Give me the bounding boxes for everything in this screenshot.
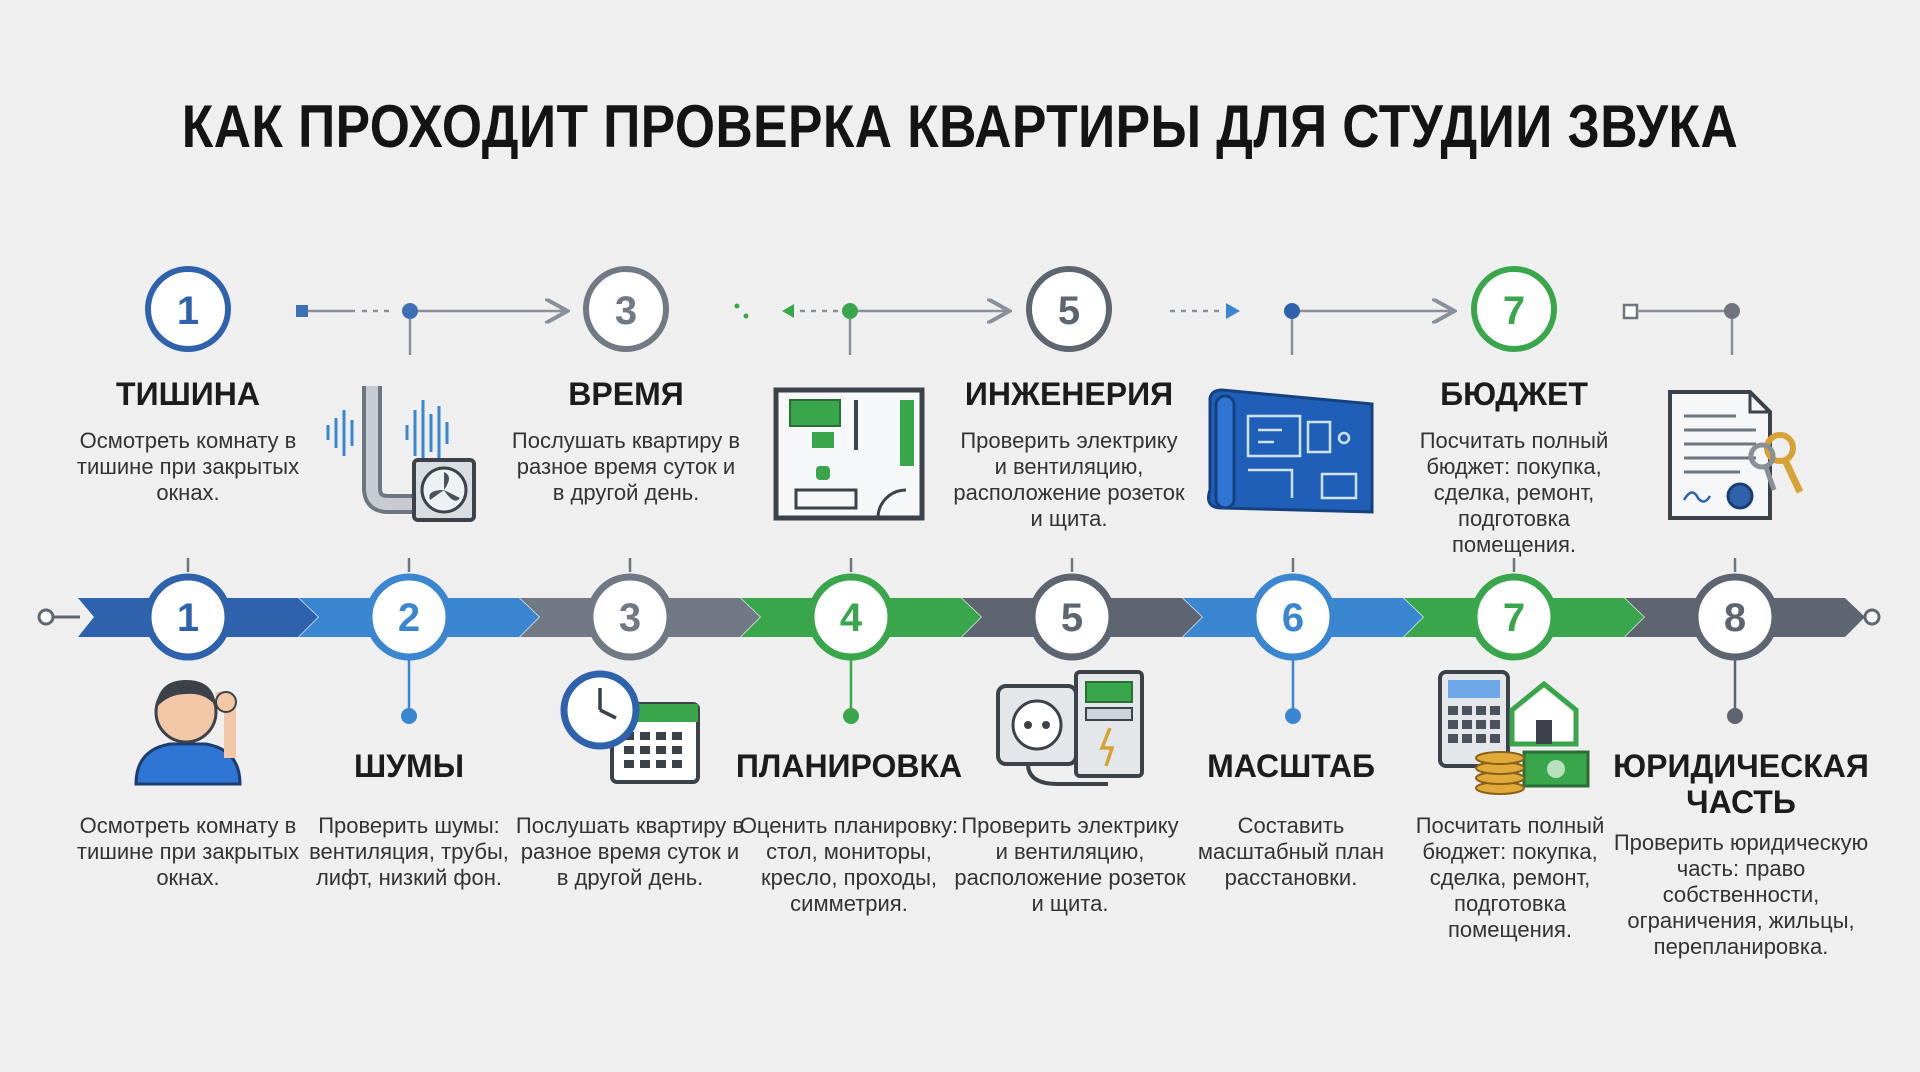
step-desc-4: Оценить планировку: стол, мониторы, крес… [739, 813, 959, 916]
step-label-2: ШУМЫ [353, 748, 465, 784]
timeline-dot-8 [1727, 708, 1743, 724]
svg-text:6: 6 [1282, 596, 1304, 640]
svg-text:5: 5 [1058, 289, 1080, 333]
top-step-circle-1: 1 [145, 266, 231, 352]
person-listening-icon [134, 680, 242, 786]
top-step-circle-7: 7 [1471, 266, 1557, 352]
page-title: КАК ПРОХОДИТ ПРОВЕРКА КВАРТИРЫ ДЛЯ СТУДИ… [181, 93, 1739, 160]
svg-text:5: 5 [1061, 596, 1083, 640]
step-label-4: ПЛАНИРОВКА [735, 748, 963, 784]
step-desc-1-top: Осмотреть комнату в тишине при закрытых … [76, 428, 300, 505]
timeline-step-6: 6 [1249, 573, 1337, 661]
top-step-circle-3: 3 [583, 266, 669, 352]
step-desc-7-top: Посчитать полный бюджет: покупка, сделка… [1419, 428, 1609, 557]
timeline-step-2: 2 [365, 573, 453, 661]
step-desc-7: Посчитать полный бюджет: покупка, сделка… [1415, 813, 1605, 942]
step-desc-6: Составить масштабный план расстановки. [1197, 813, 1385, 890]
timeline-dot-6 [1285, 708, 1301, 724]
timeline-step-5: 5 [1028, 573, 1116, 661]
step-label-6: МАСШТАБ [1207, 748, 1375, 784]
step-desc-8: Проверить юридическую часть: право собст… [1613, 830, 1869, 959]
svg-text:7: 7 [1503, 289, 1525, 333]
timeline-step-8: 8 [1691, 573, 1779, 661]
svg-text:7: 7 [1503, 596, 1525, 640]
top-connectors [296, 303, 1740, 355]
step-label-3-top: ВРЕМЯ [568, 376, 684, 412]
timeline-end-node [1863, 608, 1881, 626]
blueprint-icon [1207, 388, 1374, 514]
step-label-8: ЮРИДИЧЕСКАЯ ЧАСТЬ [1613, 748, 1869, 820]
top-step-circle-5: 5 [1026, 266, 1112, 352]
floor-plan-icon [773, 387, 925, 521]
svg-text:3: 3 [619, 596, 641, 640]
svg-text:1: 1 [177, 596, 199, 640]
step-desc-3: Послушать квартиру в разное время суток … [515, 813, 745, 890]
calculator-house-money-icon [1438, 670, 1590, 795]
svg-text:8: 8 [1724, 596, 1746, 640]
timeline-dot-2 [401, 708, 417, 724]
fan-pipe-icon [326, 386, 476, 522]
step-label-5-top: ИНЖЕНЕРИЯ [964, 376, 1174, 412]
timeline-step-1: 1 [144, 573, 232, 661]
timeline-dot-4 [843, 708, 859, 724]
svg-text:3: 3 [615, 289, 637, 333]
clock-calendar-icon [560, 670, 700, 784]
step-desc-2: Проверить шумы: вентиляция, трубы, лифт,… [309, 813, 509, 890]
svg-text:4: 4 [840, 596, 863, 640]
timeline-step-3: 3 [586, 573, 674, 661]
timeline-step-7: 7 [1470, 573, 1558, 661]
timeline-start-node [37, 608, 55, 626]
timeline-step-4: 4 [807, 573, 895, 661]
socket-panel-icon [996, 670, 1144, 786]
step-desc-3-top: Послушать квартиру в разное время суток … [511, 428, 741, 505]
document-keys-icon [1668, 390, 1804, 520]
svg-text:2: 2 [398, 596, 420, 640]
step-desc-5: Проверить электрику и вентиляцию, распол… [954, 813, 1186, 916]
svg-text:1: 1 [177, 289, 199, 333]
step-desc-1: Осмотреть комнату в тишине при закрытых … [76, 813, 300, 890]
step-label-7-top: БЮДЖЕТ [1440, 376, 1588, 412]
step-desc-5-top: Проверить электрику и вентиляцию, распол… [953, 428, 1185, 531]
step-label-1-top: ТИШИНА [116, 376, 260, 412]
